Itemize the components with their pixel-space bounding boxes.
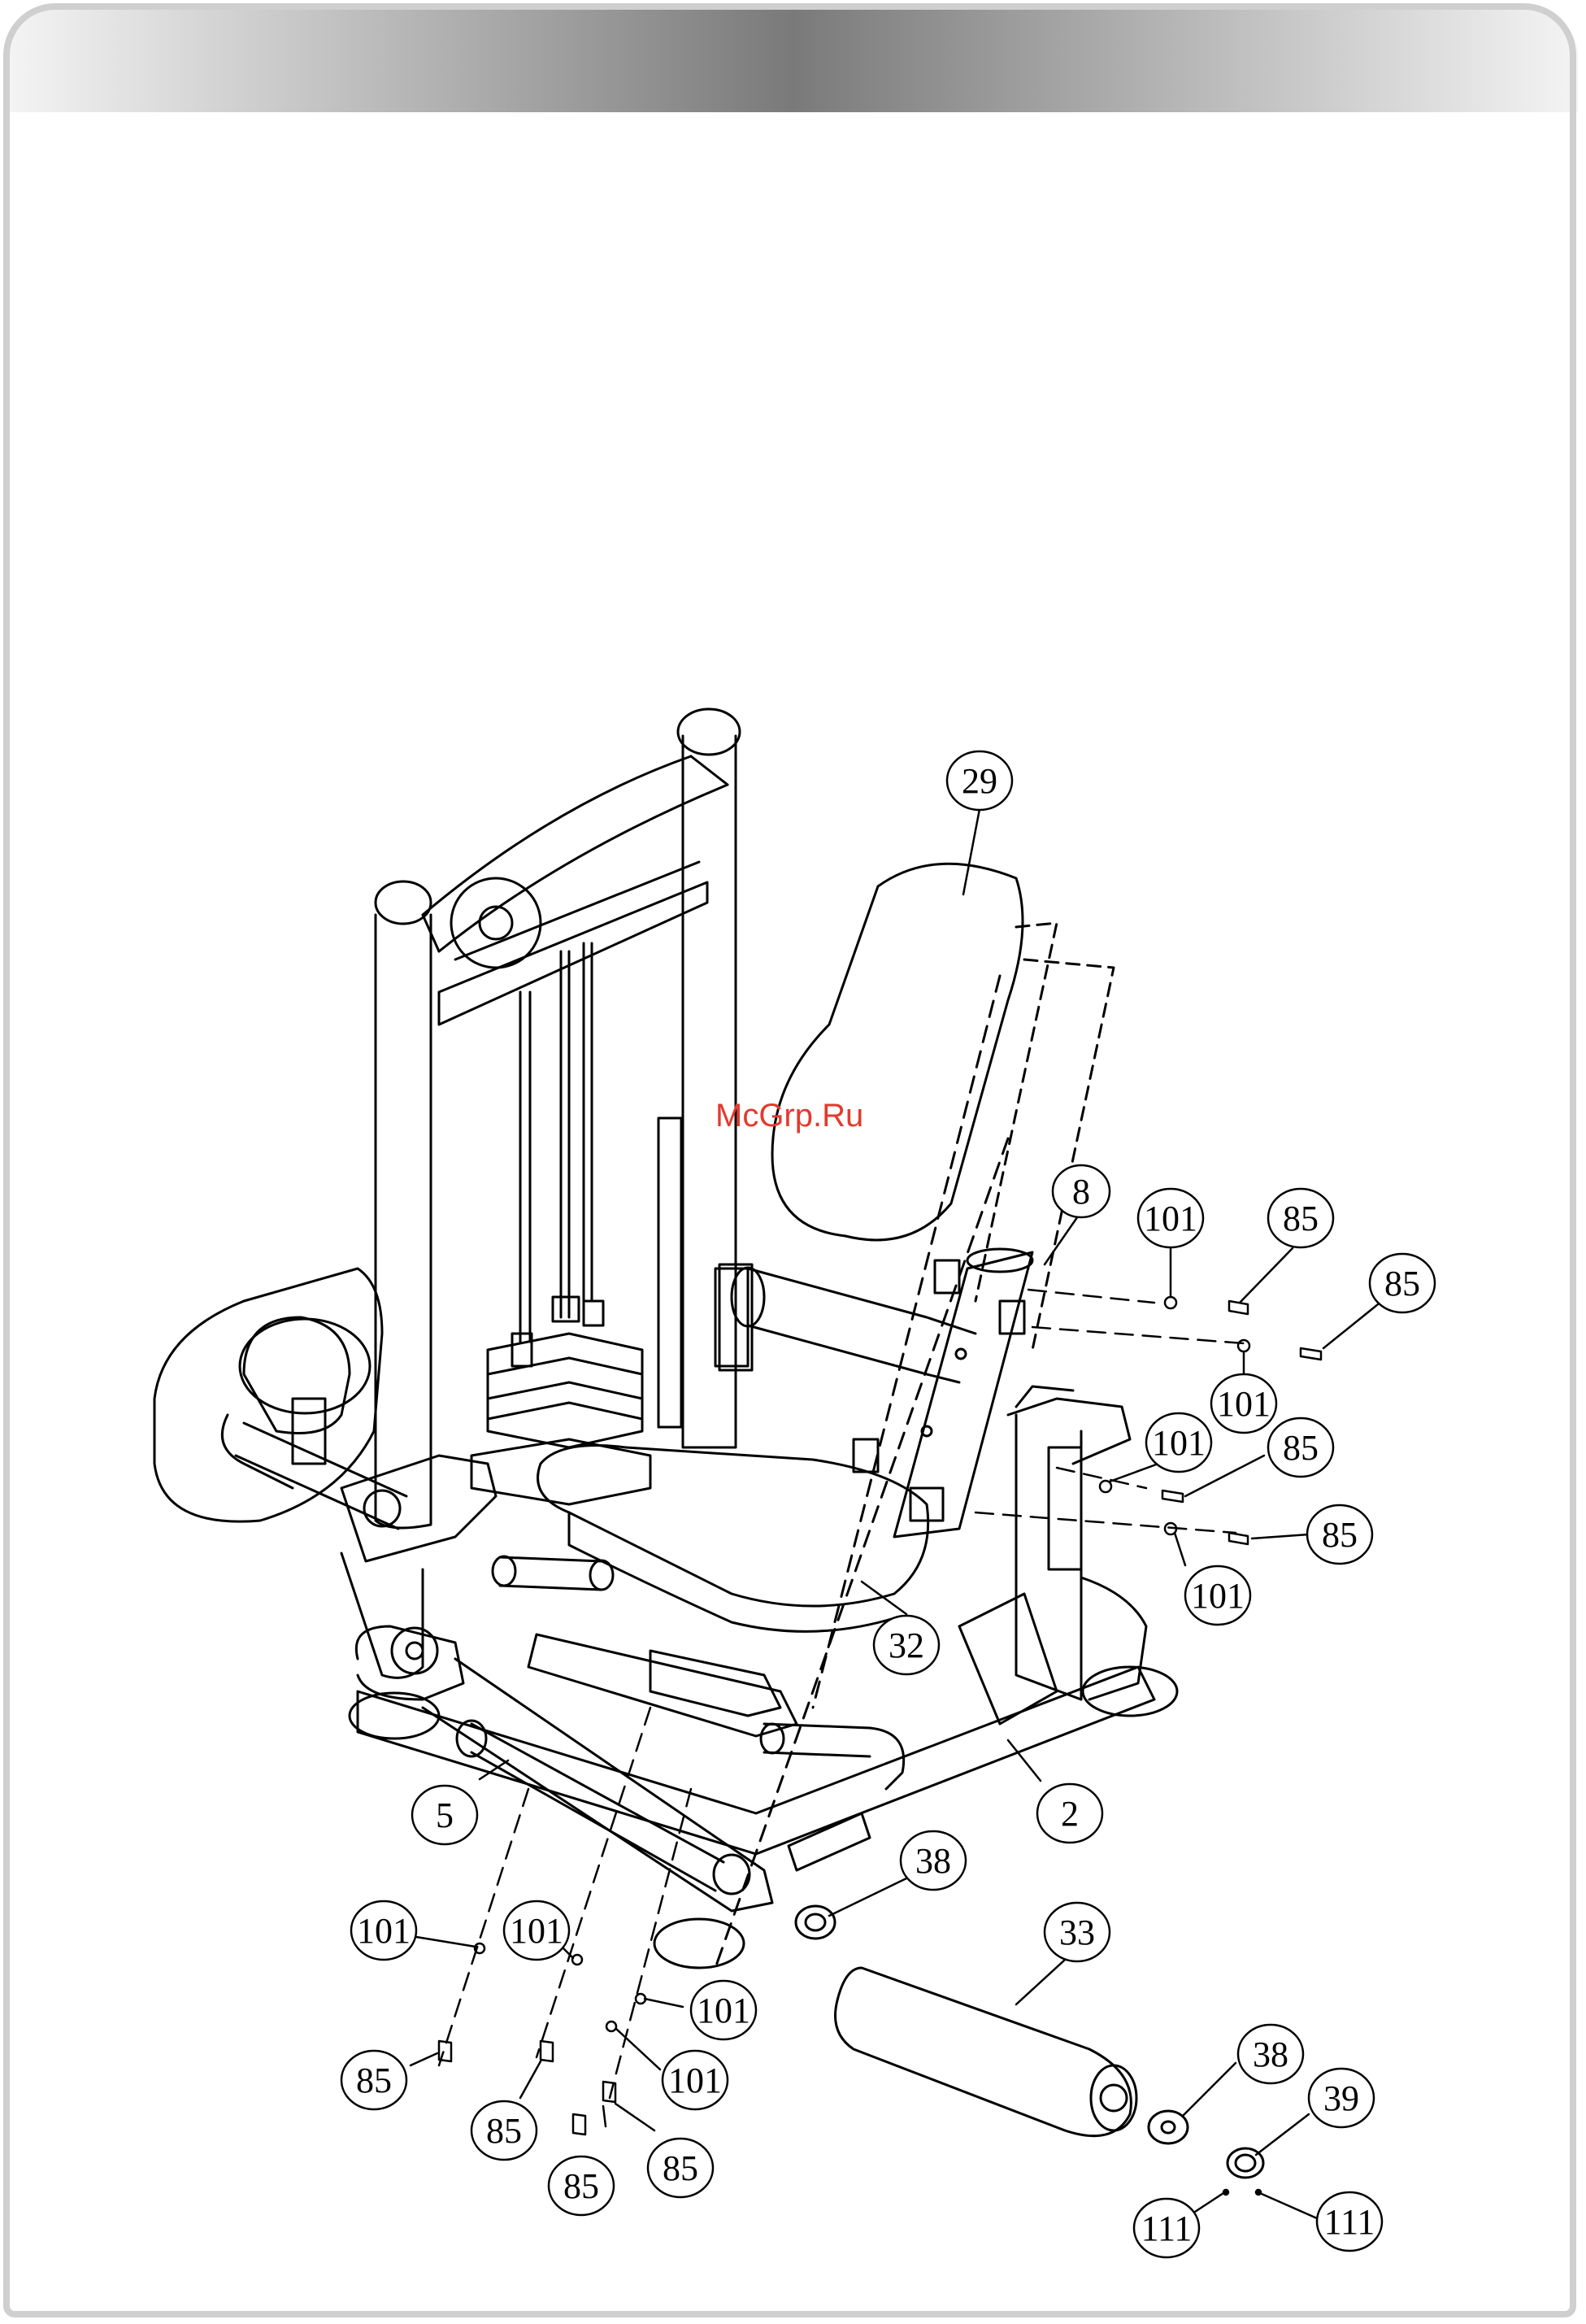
callout-101-c: 101 bbox=[1146, 1413, 1211, 1472]
callout-32: 32 bbox=[874, 1616, 939, 1674]
svg-text:101: 101 bbox=[668, 2061, 722, 2100]
svg-text:85: 85 bbox=[1384, 1264, 1420, 1303]
callout-85-e: 85 bbox=[341, 2051, 406, 2109]
svg-text:33: 33 bbox=[1059, 1913, 1095, 1952]
svg-text:101: 101 bbox=[1191, 1576, 1245, 1616]
svg-text:39: 39 bbox=[1323, 2078, 1359, 2118]
callout-101-f: 101 bbox=[504, 1901, 569, 1960]
callout-85-g: 85 bbox=[549, 2156, 614, 2215]
callout-85-h: 85 bbox=[648, 2139, 713, 2197]
washer-38-top bbox=[796, 1906, 835, 1939]
svg-text:85: 85 bbox=[1322, 1515, 1358, 1555]
svg-text:101: 101 bbox=[1217, 1384, 1271, 1424]
base-frame bbox=[350, 1556, 1177, 1968]
svg-text:85: 85 bbox=[486, 2111, 522, 2151]
svg-text:85: 85 bbox=[663, 2148, 698, 2188]
svg-text:32: 32 bbox=[889, 1625, 924, 1665]
callout-39: 39 bbox=[1309, 2069, 1374, 2127]
callout-101-d: 101 bbox=[1185, 1566, 1250, 1625]
watermark-text: McGrp.Ru bbox=[715, 1098, 863, 1134]
callout-111-b: 111 bbox=[1317, 2192, 1382, 2251]
callout-101-a: 101 bbox=[1138, 1189, 1203, 1247]
callout-85-d: 85 bbox=[1307, 1505, 1372, 1564]
callout-8: 8 bbox=[1053, 1165, 1110, 1217]
weight-tower bbox=[376, 709, 752, 1528]
svg-text:85: 85 bbox=[563, 2166, 599, 2206]
callout-2: 2 bbox=[1037, 1784, 1102, 1843]
svg-text:111: 111 bbox=[1141, 2209, 1193, 2248]
callout-111-a: 111 bbox=[1134, 2199, 1199, 2257]
callout-85-a: 85 bbox=[1268, 1189, 1333, 1247]
roller-pad-33 bbox=[836, 1968, 1137, 2136]
callout-5: 5 bbox=[412, 1786, 477, 1844]
svg-text:101: 101 bbox=[510, 1911, 563, 1951]
svg-text:38: 38 bbox=[915, 1841, 951, 1881]
svg-text:5: 5 bbox=[436, 1795, 454, 1835]
svg-text:85: 85 bbox=[1283, 1199, 1319, 1238]
svg-text:85: 85 bbox=[356, 2061, 392, 2100]
svg-text:85: 85 bbox=[1283, 1428, 1319, 1468]
callout-85-c: 85 bbox=[1268, 1418, 1333, 1477]
callout-38-bottom: 38 bbox=[1238, 2025, 1303, 2083]
callout-29: 29 bbox=[947, 751, 1012, 810]
leg-arm-assembly bbox=[154, 1269, 496, 1678]
callout-101-e: 101 bbox=[351, 1901, 416, 1960]
svg-text:29: 29 bbox=[962, 761, 997, 801]
svg-text:2: 2 bbox=[1061, 1794, 1079, 1834]
svg-text:111: 111 bbox=[1324, 2202, 1375, 2242]
callout-38-top: 38 bbox=[901, 1831, 966, 1890]
callout-33: 33 bbox=[1045, 1903, 1110, 1961]
svg-text:101: 101 bbox=[697, 1991, 750, 2030]
callout-85-f: 85 bbox=[471, 2101, 537, 2160]
callout-101-h: 101 bbox=[663, 2051, 728, 2109]
callout-101-g: 101 bbox=[691, 1981, 756, 2039]
svg-text:101: 101 bbox=[1152, 1423, 1206, 1463]
callouts: 29 8 101 85 85 101 101 85 85 101 32 2 5 … bbox=[341, 751, 1435, 2257]
callout-101-b: 101 bbox=[1211, 1374, 1276, 1433]
svg-text:38: 38 bbox=[1253, 2035, 1288, 2074]
svg-text:8: 8 bbox=[1072, 1172, 1090, 1212]
svg-text:101: 101 bbox=[1144, 1199, 1197, 1238]
leader-lines bbox=[411, 809, 1382, 2218]
svg-text:101: 101 bbox=[357, 1911, 411, 1951]
callout-85-b: 85 bbox=[1370, 1254, 1435, 1312]
